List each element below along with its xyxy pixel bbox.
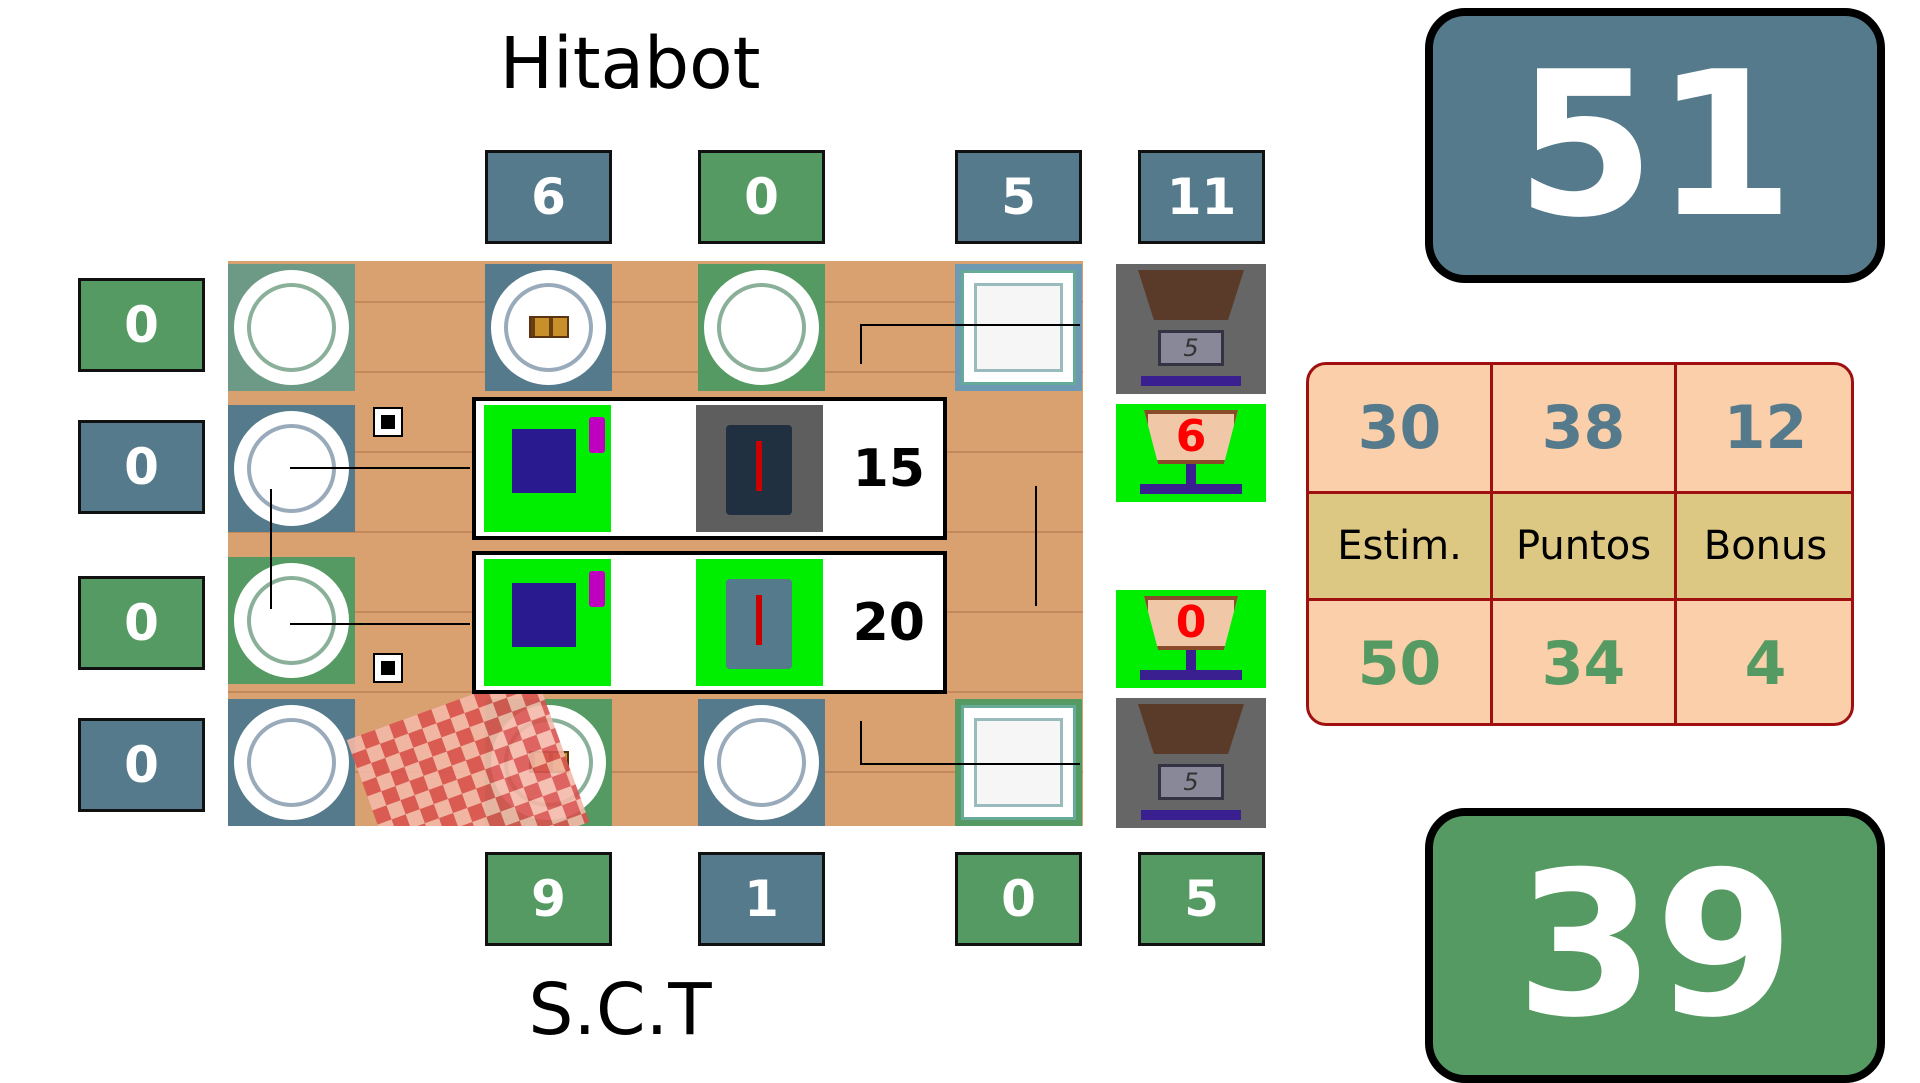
robot-icon	[484, 559, 611, 686]
estim-bottom-value: 50	[1357, 628, 1442, 699]
row-count-3: 0	[78, 576, 205, 670]
score-breakdown-table: 30 38 12 Estim. Puntos Bonus 50 34 4	[1306, 362, 1854, 726]
scale-top: 5	[1116, 264, 1266, 394]
rival-robot-icon	[696, 405, 823, 532]
connector-line	[860, 763, 1080, 765]
connector-line	[290, 623, 470, 625]
table-divider	[1674, 365, 1677, 723]
connector-line	[270, 489, 272, 609]
connector-line	[860, 324, 1080, 326]
row-count-2: 0	[78, 420, 205, 514]
column-count-bottom-3: 0	[955, 852, 1082, 946]
connector-line	[1035, 486, 1037, 606]
column-count-top-4: 11	[1138, 150, 1265, 244]
team-bottom-total-score: 39	[1425, 808, 1885, 1083]
game-board	[228, 261, 1083, 826]
puntos-header: Puntos	[1493, 494, 1674, 598]
table-divider	[1309, 491, 1851, 494]
tray-top: 6	[1116, 404, 1266, 502]
tile	[698, 264, 825, 391]
column-count-top-2: 0	[698, 150, 825, 244]
plate-icon	[704, 270, 819, 385]
team-top-name: Hitabot	[499, 22, 761, 105]
tile	[698, 699, 825, 826]
cherry-bin-icon	[1138, 270, 1244, 320]
aruco-marker-icon	[373, 653, 403, 683]
scale-readout: 5	[1158, 764, 1224, 800]
bonus-top-value: 12	[1723, 393, 1808, 463]
row-count-4: 0	[78, 718, 205, 812]
robot-score: 20	[852, 593, 925, 653]
scale-readout: 5	[1158, 330, 1224, 366]
cherry-bin-icon	[1138, 704, 1244, 754]
tile	[485, 264, 612, 391]
column-count-top-3: 5	[955, 150, 1082, 244]
aruco-marker-icon	[373, 407, 403, 437]
puntos-top-value: 38	[1541, 393, 1626, 463]
scale-bottom: 5	[1116, 698, 1266, 828]
team-top-total-score: 51	[1425, 8, 1885, 283]
plate-icon	[234, 705, 349, 820]
connector-line	[290, 467, 470, 469]
basket-icon	[1144, 596, 1238, 650]
estim-header: Estim.	[1309, 494, 1490, 598]
tray-value: 6	[1175, 411, 1207, 462]
plate-icon	[704, 705, 819, 820]
column-count-top-1: 6	[485, 150, 612, 244]
robot-score: 15	[852, 439, 925, 499]
food-icon	[529, 316, 569, 338]
robot-icon	[484, 405, 611, 532]
rival-robot-icon	[696, 559, 823, 686]
connector-line	[860, 324, 862, 364]
column-count-bottom-4: 5	[1138, 852, 1265, 946]
plate-icon	[234, 270, 349, 385]
column-count-bottom-1: 9	[485, 852, 612, 946]
estim-top-value: 30	[1357, 393, 1442, 463]
plate-icon	[234, 563, 349, 678]
tile	[228, 557, 355, 684]
bonus-header: Bonus	[1677, 494, 1851, 598]
bonus-bottom-value: 4	[1744, 628, 1787, 699]
column-count-bottom-2: 1	[698, 852, 825, 946]
square-plate-icon	[961, 270, 1076, 385]
table-divider	[1309, 598, 1851, 601]
puntos-bottom-value: 34	[1541, 628, 1626, 699]
plate-icon	[491, 270, 606, 385]
square-plate-icon	[961, 705, 1076, 820]
tray-value: 0	[1175, 597, 1207, 648]
tray-bottom: 0	[1116, 590, 1266, 688]
connector-line	[860, 721, 862, 763]
robot-card-2: 20	[472, 551, 947, 694]
table-divider	[1490, 365, 1493, 723]
tile	[228, 699, 355, 826]
row-count-1: 0	[78, 278, 205, 372]
tile	[955, 699, 1082, 826]
tile	[228, 264, 355, 391]
team-bottom-name: S.C.T	[528, 968, 712, 1051]
tablecloth-decoration	[346, 671, 590, 826]
tile	[955, 264, 1082, 391]
robot-card-1: 15	[472, 397, 947, 540]
